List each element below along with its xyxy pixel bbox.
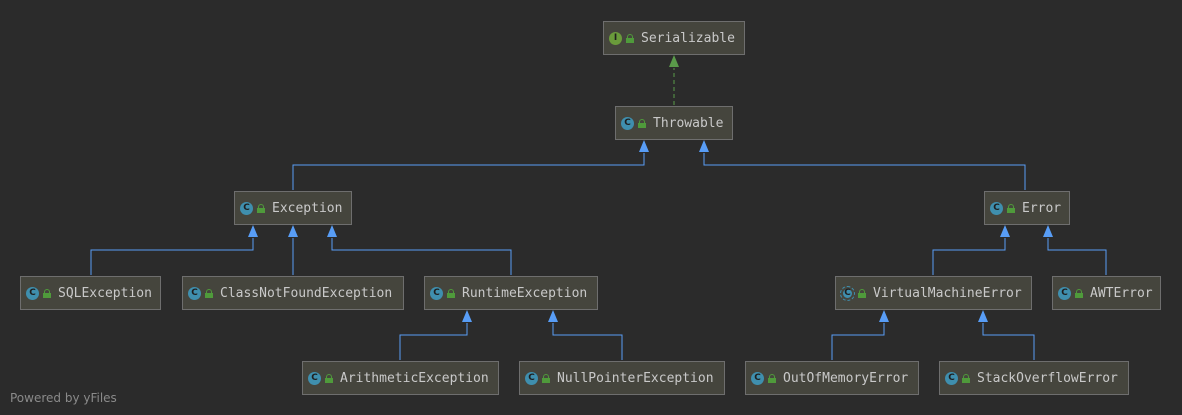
- class-icon: C: [945, 371, 958, 385]
- public-lock-icon: [43, 289, 51, 298]
- node-error[interactable]: C Error: [984, 191, 1070, 225]
- edge-arithmetic-extends-runtime: [399, 310, 472, 360]
- class-icon: C: [26, 286, 39, 300]
- edge-error-extends-throwable: [699, 140, 1026, 190]
- node-outofmemoryerror[interactable]: C OutOfMemoryError: [745, 361, 919, 395]
- node-label: Error: [1022, 200, 1062, 216]
- node-label: SQLException: [58, 285, 152, 301]
- public-lock-icon: [542, 374, 550, 383]
- public-lock-icon: [858, 289, 866, 298]
- node-runtimeexception[interactable]: C RuntimeException: [424, 276, 598, 310]
- node-exception[interactable]: C Exception: [234, 191, 352, 225]
- node-throwable[interactable]: C Throwable: [615, 106, 733, 140]
- class-icon: C: [1058, 286, 1071, 300]
- node-label: Serializable: [641, 30, 735, 46]
- node-stackoverflowerror[interactable]: C StackOverflowError: [939, 361, 1129, 395]
- public-lock-icon: [325, 374, 333, 383]
- node-label: OutOfMemoryError: [783, 370, 909, 386]
- node-label: Exception: [272, 200, 343, 216]
- public-lock-icon: [1007, 204, 1015, 213]
- public-lock-icon: [257, 204, 265, 213]
- class-icon: C: [621, 116, 634, 130]
- edge-runtime-extends-exception: [327, 225, 512, 275]
- class-icon: C: [751, 371, 764, 385]
- edge-nullpointer-extends-runtime: [548, 310, 623, 360]
- edge-exception-extends-throwable: [292, 140, 649, 190]
- node-label: StackOverflowError: [977, 370, 1118, 386]
- public-lock-icon: [1075, 289, 1083, 298]
- class-icon: C: [430, 286, 443, 300]
- class-icon: C: [308, 371, 321, 385]
- public-lock-icon: [638, 119, 646, 128]
- node-serializable[interactable]: I Serializable: [603, 21, 745, 55]
- edge-awterror-extends-error: [1043, 225, 1107, 275]
- powered-by-watermark: Powered by yFiles: [10, 391, 117, 405]
- node-label: RuntimeException: [462, 285, 588, 301]
- class-icon: C: [990, 201, 1003, 215]
- node-label: ArithmeticException: [340, 370, 489, 386]
- edge-throwable-implements-serializable: [669, 55, 679, 105]
- public-lock-icon: [205, 289, 213, 298]
- class-icon: C: [525, 371, 538, 385]
- edge-vmerror-extends-error: [932, 225, 1010, 275]
- abstract-class-icon: C: [840, 285, 855, 301]
- public-lock-icon: [768, 374, 776, 383]
- node-label: ClassNotFoundException: [220, 285, 393, 301]
- public-lock-icon: [626, 34, 634, 43]
- edge-outofmemory-extends-vmerror: [831, 310, 889, 360]
- node-label: VirtualMachineError: [873, 285, 1022, 301]
- public-lock-icon: [447, 289, 455, 298]
- node-virtualmachineerror[interactable]: C VirtualMachineError: [835, 276, 1032, 310]
- public-lock-icon: [962, 374, 970, 383]
- node-label: NullPointerException: [557, 370, 714, 386]
- node-classnotfoundexception[interactable]: C ClassNotFoundException: [182, 276, 404, 310]
- node-label: AWTError: [1090, 285, 1153, 301]
- node-arithmeticexception[interactable]: C ArithmeticException: [302, 361, 499, 395]
- interface-icon: I: [609, 31, 622, 45]
- node-awterror[interactable]: C AWTError: [1052, 276, 1161, 310]
- edge-sqlexception-extends-exception: [90, 225, 258, 275]
- node-sqlexception[interactable]: C SQLException: [20, 276, 161, 310]
- edge-stackoverflow-extends-vmerror: [978, 310, 1035, 360]
- class-icon: C: [240, 201, 253, 215]
- class-icon: C: [188, 286, 201, 300]
- node-nullpointerexception[interactable]: C NullPointerException: [519, 361, 725, 395]
- edge-classnotfound-extends-exception: [288, 225, 298, 275]
- node-label: Throwable: [653, 115, 724, 131]
